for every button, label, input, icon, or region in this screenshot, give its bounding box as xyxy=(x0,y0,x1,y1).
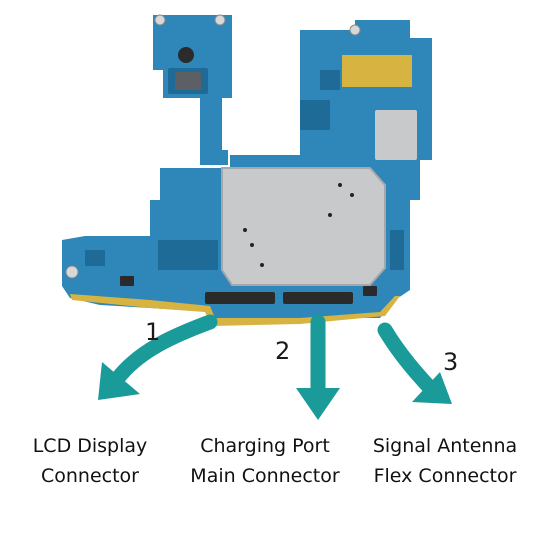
caption-2-line-1: Charging Port xyxy=(200,435,330,457)
callout-number-3: 3 xyxy=(443,348,459,376)
caption-3-line-1: Signal Antenna xyxy=(372,435,518,457)
callout-number-1: 1 xyxy=(145,318,161,346)
arrow-2-icon xyxy=(296,314,340,420)
arrow-3-icon xyxy=(377,322,452,404)
caption-1-line-2: Connector xyxy=(41,465,139,487)
caption-1-line-1: LCD Display xyxy=(32,435,148,457)
caption-signal-antenna-flex-connector: Signal Antenna Flex Connector xyxy=(360,431,530,491)
caption-3-line-2: Flex Connector xyxy=(373,465,517,487)
caption-charging-port-main-connector: Charging Port Main Connector xyxy=(180,431,350,491)
motherboard-image xyxy=(62,14,432,326)
arrow-1-icon xyxy=(98,314,218,400)
caption-lcd-display-connector: LCD Display Connector xyxy=(5,431,175,491)
callout-number-2: 2 xyxy=(275,337,291,365)
caption-2-line-2: Main Connector xyxy=(190,465,340,487)
